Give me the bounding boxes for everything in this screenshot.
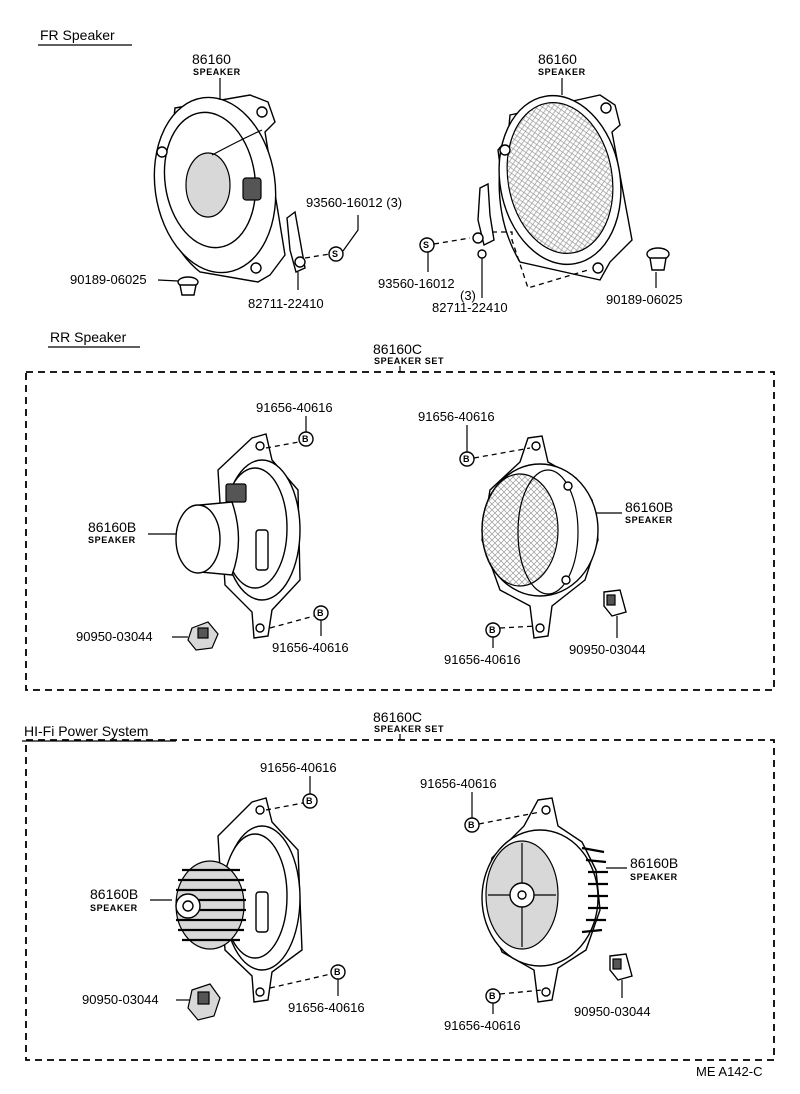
hifi-right-speaker-pn: 86160B [630, 855, 678, 871]
rr-right-bolt-bottom-dash [499, 625, 537, 629]
fr-right-bracket-pn: 82711-22410 [432, 300, 508, 315]
hifi-right-bolt-top-symbol: B [468, 820, 475, 830]
hifi-left-bolt-bottom-pn: 91656-40616 [288, 1000, 365, 1015]
hifi-right-bolt-bottom-symbol: B [489, 991, 496, 1001]
rr-right-speaker-sub: SPEAKER [625, 515, 673, 525]
fr-right-screw-qty: (3) [460, 288, 476, 303]
rr-left-bolt-bottom-dash [269, 615, 315, 629]
fr-right-screw-symbol-circle [419, 237, 435, 253]
fr-right-screw-symbol: S [423, 240, 429, 250]
fr-left-bracket [286, 210, 306, 273]
hifi-set-box [25, 739, 775, 1061]
hifi-left-speaker-sub: SPEAKER [90, 903, 138, 913]
rr-set-box [25, 371, 775, 691]
fr-left-screw-dash [304, 253, 331, 259]
rr-left-bolt-bottom-pn: 91656-40616 [272, 640, 349, 655]
fr-section-title: FR Speaker [40, 27, 115, 43]
hifi-left-nut [187, 983, 221, 1021]
rr-set-sub: SPEAKER SET [374, 356, 444, 366]
rr-left-bolt-top-dash [265, 441, 300, 449]
fr-left-bracket-pn: 82711-22410 [248, 296, 324, 311]
rr-left-speaker-pn: 86160B [88, 519, 136, 535]
hifi-right-speaker-sub: SPEAKER [630, 872, 678, 882]
fr-left-speaker [153, 94, 286, 283]
rr-right-bolt-top-pn: 91656-40616 [418, 409, 495, 424]
hifi-right-bolt-top-dash [478, 811, 541, 825]
hifi-right-bolt-bottom-pn: 91656-40616 [444, 1018, 521, 1033]
fr-right-bracket-dash [492, 231, 589, 289]
rr-left-bolt-bottom-symbol: B [317, 608, 324, 618]
fr-left-screw-leader [342, 215, 359, 252]
fr-right-clip [646, 247, 670, 271]
fr-right-clip-pn: 90189-06025 [606, 292, 683, 307]
hifi-set-pn: 86160C [373, 709, 422, 725]
rr-right-bolt-top-dash [473, 447, 531, 459]
rr-section-title: RR Speaker [50, 329, 127, 345]
hifi-left-bolt-top-symbol: B [306, 796, 313, 806]
rr-right-speaker-pn: 86160B [625, 499, 673, 515]
fr-left-screw-symbol: S [332, 249, 338, 259]
hifi-right-bolt-top-pn: 91656-40616 [420, 776, 497, 791]
rr-right-bolt-bottom-symbol: B [489, 625, 496, 635]
rr-left-bolt-top-symbol-circle [298, 431, 314, 447]
fr-right-bracket [472, 182, 495, 259]
hifi-left-speaker-pn: 86160B [90, 886, 138, 902]
fr-right-speaker-sub: SPEAKER [538, 67, 586, 77]
fr-left-clip-pn: 90189-06025 [70, 272, 147, 287]
fr-left-clip [177, 276, 199, 296]
rr-left-nut [187, 621, 219, 651]
rr-right-bolt-top-symbol-circle [459, 451, 475, 467]
fr-left-screw-symbol-circle [328, 246, 344, 262]
rr-right-nut [603, 589, 627, 617]
rr-right-bolt-top-symbol: B [463, 454, 470, 464]
hifi-right-bolt-bottom-dash [499, 989, 543, 995]
fr-left-speaker-sub: SPEAKER [193, 67, 241, 77]
fr-right-speaker [497, 94, 633, 281]
fr-right-screw-pn: 93560-16012 [378, 276, 455, 291]
rr-left-speaker [175, 433, 301, 639]
rr-left-speaker-sub: SPEAKER [88, 535, 136, 545]
fr-right-speaker-pn: 86160 [538, 51, 577, 67]
rr-left-nut-pn: 90950-03044 [76, 629, 153, 644]
hifi-left-bolt-top-pn: 91656-40616 [260, 760, 337, 775]
hifi-left-bolt-bottom-symbol: B [334, 967, 341, 977]
fr-left-speaker-pn: 86160 [192, 51, 231, 67]
hifi-right-bolt-top-symbol-circle [464, 817, 480, 833]
rr-right-speaker [481, 435, 599, 639]
rr-set-pn: 86160C [373, 341, 422, 357]
rr-left-bolt-top-symbol: B [302, 434, 309, 444]
hifi-right-nut [609, 953, 633, 981]
rr-right-bolt-bottom-pn: 91656-40616 [444, 652, 521, 667]
hifi-left-nut-pn: 90950-03044 [82, 992, 159, 1007]
hifi-right-speaker [481, 797, 608, 1003]
rr-right-nut-pn: 90950-03044 [569, 642, 646, 657]
hifi-left-speaker [175, 797, 303, 1003]
hifi-right-nut-pn: 90950-03044 [574, 1004, 651, 1019]
hifi-section-title: HI-Fi Power System [24, 723, 148, 739]
rr-left-bolt-top-pn: 91656-40616 [256, 400, 333, 415]
hifi-set-sub: SPEAKER SET [374, 724, 444, 734]
fr-right-screw-dash [433, 237, 471, 245]
fr-left-screw-pn: 93560-16012 (3) [306, 195, 402, 210]
hifi-left-bolt-top-symbol-circle [302, 793, 318, 809]
hifi-left-bolt-bottom-dash [269, 973, 332, 989]
fr-left-clip-leader [157, 279, 179, 282]
diagram-code: ME A142-C [696, 1064, 762, 1079]
hifi-left-bolt-top-dash [265, 802, 304, 811]
